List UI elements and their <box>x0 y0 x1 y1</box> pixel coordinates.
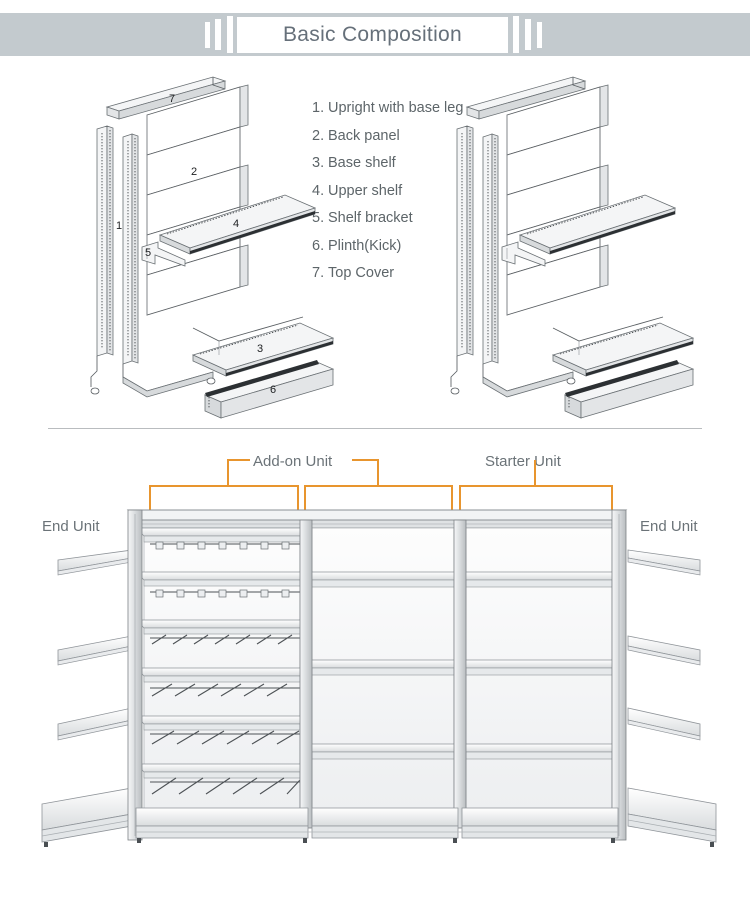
legend-number-6: 6. <box>312 237 325 254</box>
hook-row-4 <box>150 683 300 697</box>
top-canopy <box>126 509 628 529</box>
legend-item-1: 1.Upright with base leg <box>312 100 497 116</box>
label-starter-unit: Starter Unit <box>485 453 561 470</box>
callout-7: 7 <box>169 93 175 105</box>
hook-row-5 <box>150 730 300 745</box>
label-end-unit-left: End Unit <box>42 518 100 535</box>
shelf-bracket-part <box>141 241 186 267</box>
legend-label-2: Back panel <box>328 127 400 144</box>
legend-label-3: Base shelf <box>328 155 396 171</box>
end-unit-left <box>41 549 133 847</box>
base-deck-row <box>135 807 619 843</box>
callout-5: 5 <box>145 247 151 259</box>
legend-item-7: 7.Top Cover <box>312 265 497 281</box>
top-cover-part <box>105 76 227 120</box>
legend-number-3: 3. <box>312 155 325 171</box>
upper-shelf-part <box>158 194 317 255</box>
bay-add-on-left <box>135 527 309 829</box>
shelving-run-diagram <box>41 459 717 847</box>
plinth-part <box>203 360 335 419</box>
hook-row-3 <box>150 634 300 645</box>
exploded-view-right <box>450 76 695 419</box>
legend-label-4: Upper shelf <box>328 182 403 199</box>
header-stripe-left-3 <box>227 16 233 53</box>
legend-label-5: Shelf bracket <box>328 210 413 226</box>
callout-3: 3 <box>257 343 263 355</box>
hook-row-1 <box>150 541 300 550</box>
shelf-row-group <box>135 527 309 779</box>
plinth-part <box>563 360 695 419</box>
legend-item-3: 3.Base shelf <box>312 155 497 171</box>
hook-row-6 <box>150 777 301 795</box>
base-shelf-part <box>551 316 695 377</box>
title-plate: Basic Composition <box>237 17 508 53</box>
callout-2: 2 <box>191 166 197 178</box>
upright-posts <box>127 509 627 841</box>
upright-group <box>450 125 576 398</box>
legend-number-4: 4. <box>312 182 325 199</box>
upper-shelf-part <box>518 194 677 255</box>
legend-label-7: Top Cover <box>328 265 395 281</box>
label-add-on-unit: Add-on Unit <box>253 453 333 470</box>
legend-number-7: 7. <box>312 265 325 281</box>
legend-item-4: 4.Upper shelf <box>312 183 497 199</box>
header-stripe-right-3 <box>537 22 542 48</box>
legend-item-2: 2.Back panel <box>312 128 497 144</box>
header-stripe-right-2 <box>525 19 531 50</box>
leader-add-on-left <box>227 459 250 486</box>
basic-composition-diagram: 1.Upright with base leg 2.Back panel 3.B… <box>0 60 750 425</box>
callout-1: 1 <box>116 220 122 232</box>
base-shelf-part <box>191 316 335 377</box>
legend-label-1: Upright with base leg <box>328 100 464 116</box>
upright-group <box>90 125 216 398</box>
back-panel-group <box>506 84 609 316</box>
unit-bracket-group <box>149 459 613 510</box>
bracket-starter <box>459 485 613 510</box>
end-unit-right <box>627 549 717 847</box>
legend-label-6: Plinth(Kick) <box>328 237 402 254</box>
exploded-view-left: 7 2 1 4 <box>90 76 335 419</box>
legend-number-1: 1. <box>312 100 325 116</box>
bracket-add-on-right <box>304 485 453 510</box>
hook-row-2 <box>150 589 300 598</box>
bay-starter <box>457 527 621 829</box>
header-stripe-left-2 <box>215 19 221 50</box>
legend-item-6: 6.Plinth(Kick) <box>312 238 497 254</box>
header-stripe-left-1 <box>205 22 210 48</box>
back-panel-group <box>146 84 249 316</box>
legend-number-2: 2. <box>312 127 325 144</box>
callout-6: 6 <box>270 384 276 396</box>
component-legend: 1.Upright with base leg 2.Back panel 3.B… <box>312 100 497 293</box>
shelf-bracket-part <box>501 241 546 267</box>
page-title: Basic Composition <box>282 23 462 46</box>
bay-add-on-right <box>303 527 463 829</box>
leader-add-on-right <box>352 459 379 486</box>
header-stripe-right-1 <box>513 16 519 53</box>
top-cover-part <box>465 76 587 120</box>
label-end-unit-right: End Unit <box>640 518 698 535</box>
callout-4: 4 <box>233 218 239 230</box>
bracket-add-on-left <box>149 485 299 510</box>
section-divider <box>48 428 702 429</box>
